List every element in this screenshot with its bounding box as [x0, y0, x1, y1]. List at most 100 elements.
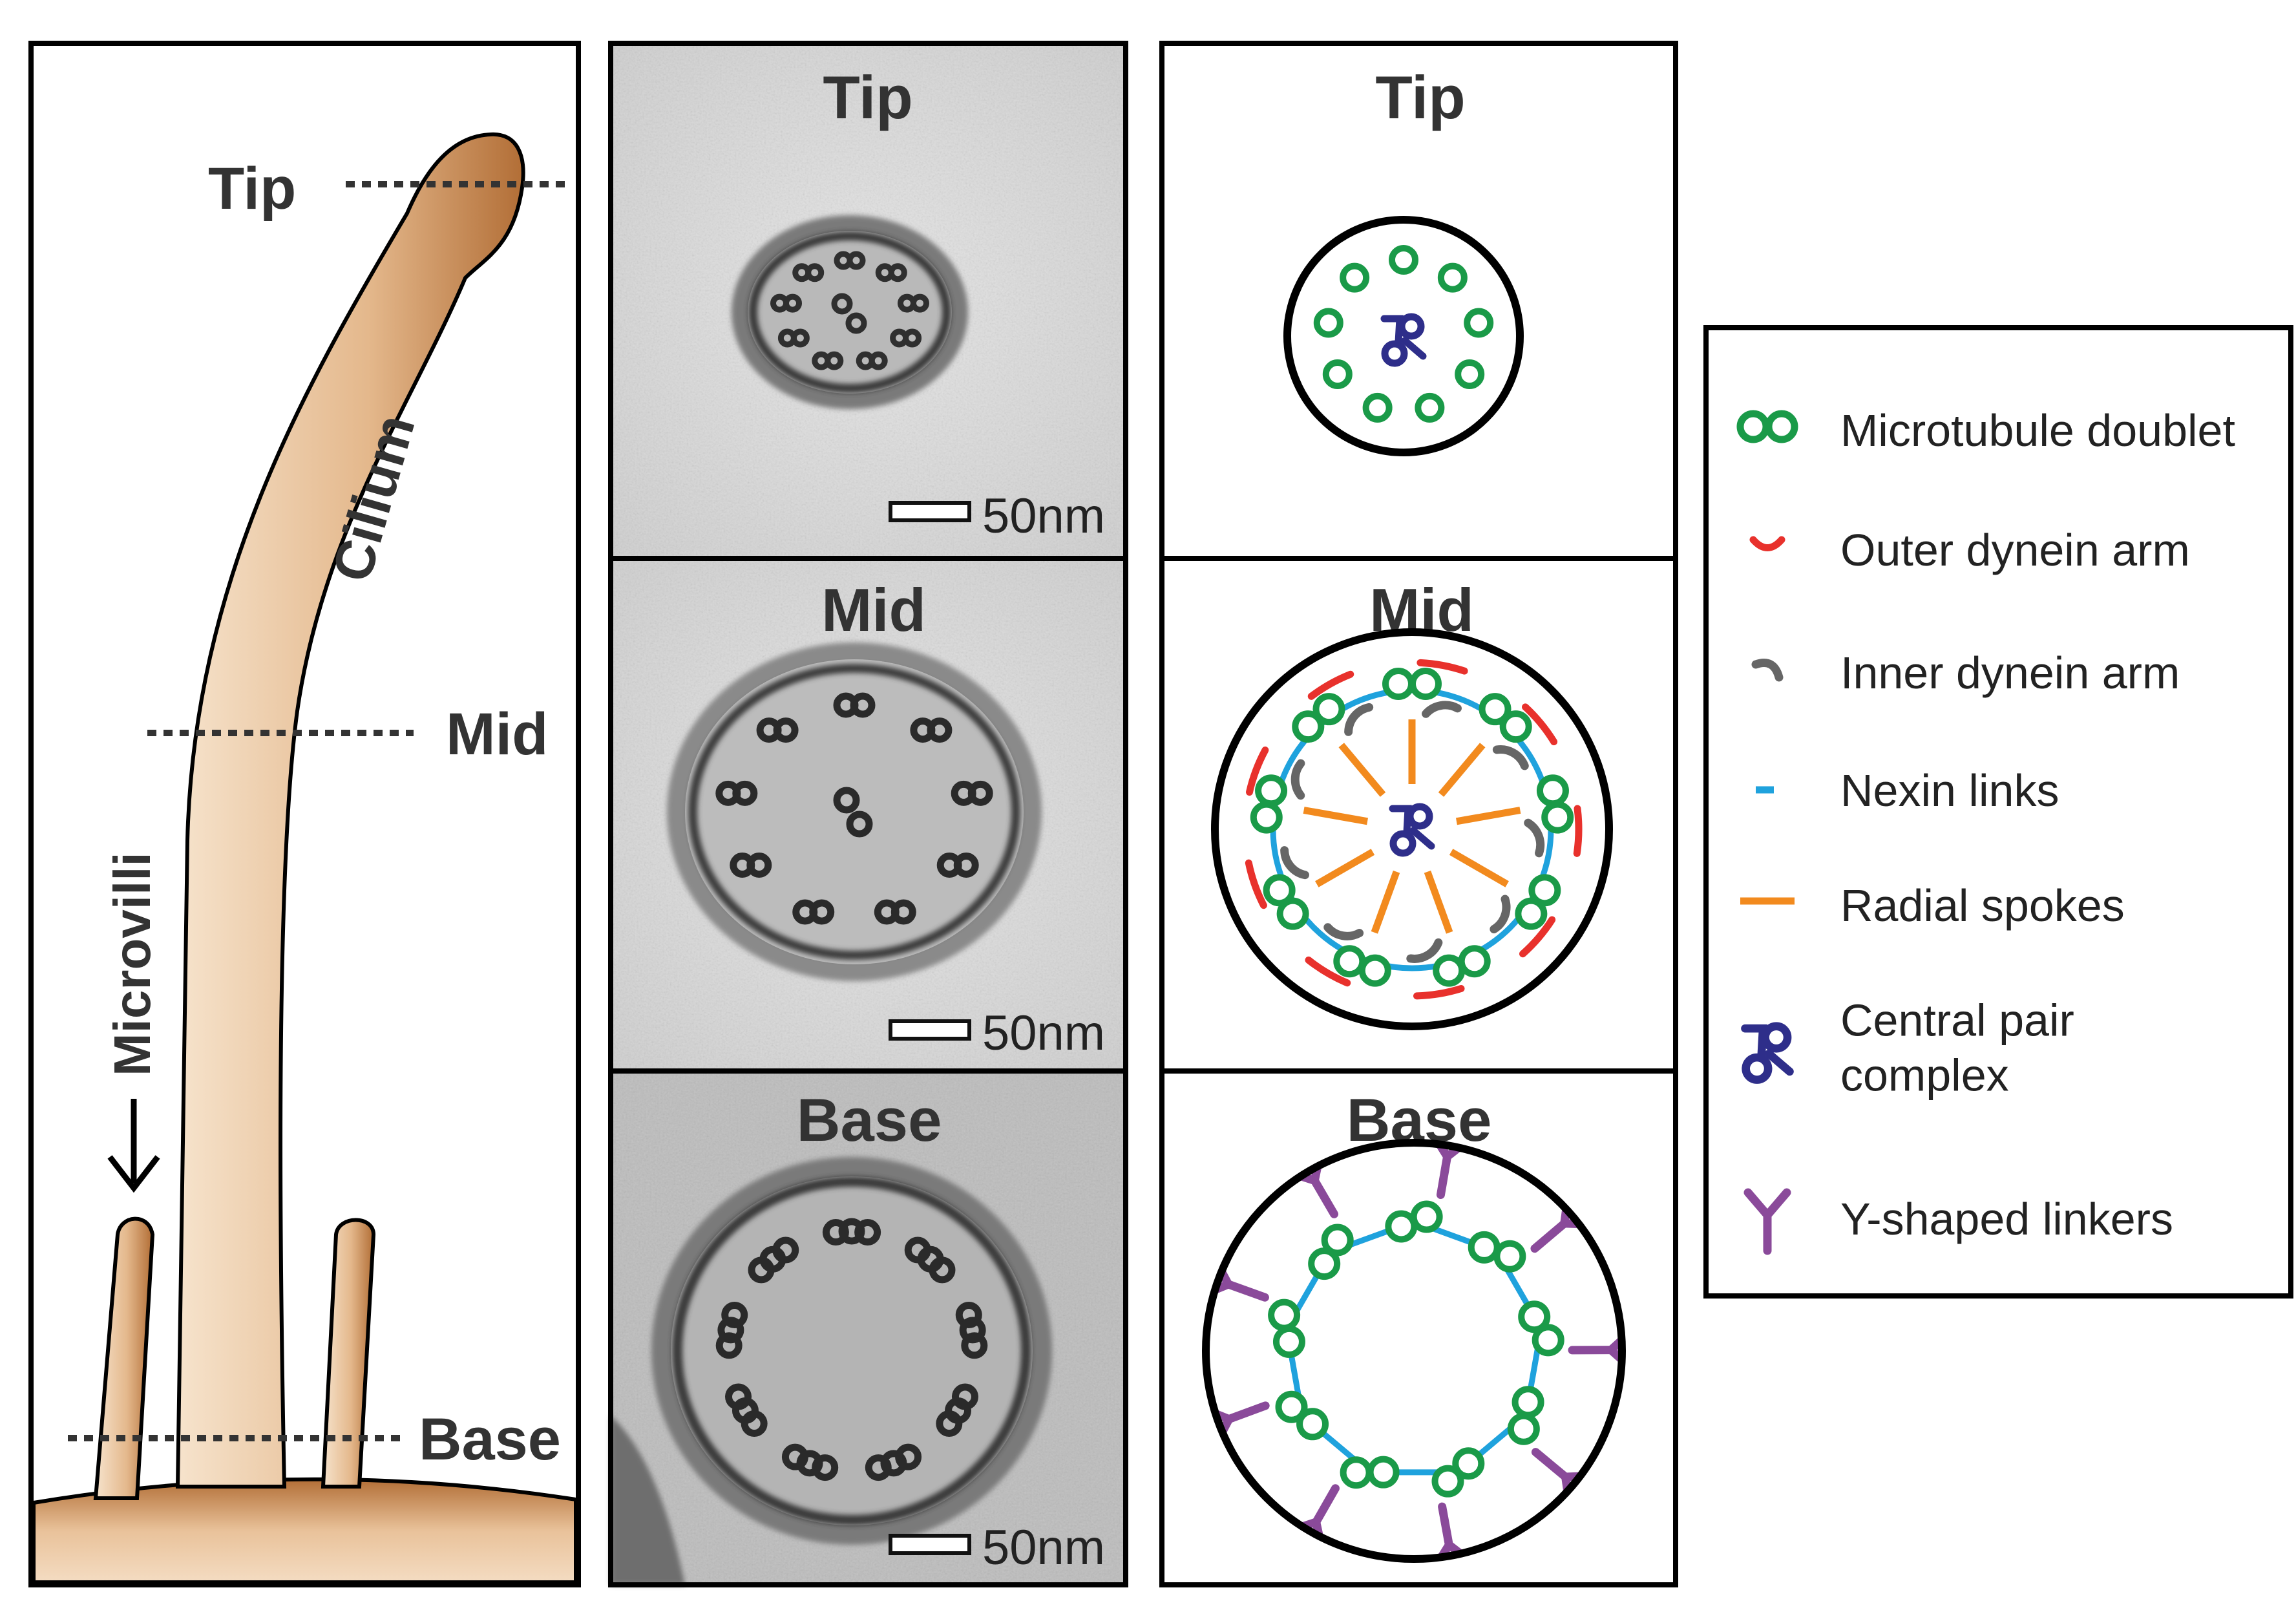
mid-microtubule-doublet [1515, 874, 1561, 930]
diagram-title-tip: Tip [1375, 63, 1465, 131]
legend-item-radial: Radial spokes [1740, 880, 2125, 931]
mid-inner-dynein-arm [1524, 818, 1545, 858]
microvillus-right [321, 1218, 376, 1489]
microtubule-doublet-icon [1736, 410, 1798, 443]
schematic-tip-label: Tip [208, 156, 296, 222]
tip-microtubule [1322, 359, 1353, 389]
microvilli-label: Microvilli [103, 852, 161, 1076]
base-microtubule-doublet [1431, 1447, 1485, 1498]
microvilli-arrow [107, 1099, 160, 1193]
cilium [175, 132, 525, 1489]
mid-inner-dynein-arm [1344, 703, 1374, 736]
mid-microtubule-doublet [1536, 774, 1574, 834]
scale-label-mid: 50nm [982, 1006, 1105, 1061]
mid-microtubule-doublet [1292, 693, 1345, 743]
mid-inner-dynein-arm [1323, 923, 1364, 940]
mid-outer-dynein-arm [1573, 805, 1583, 857]
microvillus-left [93, 1216, 155, 1500]
legend-frame [1703, 325, 2293, 1299]
base-microtubule-doublet [1468, 1231, 1526, 1273]
base-nexin-links [1283, 1218, 1544, 1476]
legend-label: Radial spokes [1840, 880, 2125, 931]
legend-label: Inner dynein arm [1840, 648, 2180, 698]
legend-label: Y-shaped linkers [1840, 1194, 2173, 1244]
em-frame-base [608, 1068, 1128, 1587]
tip-microtubule [1415, 392, 1445, 423]
mid-inner-dynein-arm [1280, 846, 1309, 880]
diagram-panel: Tip Mid Base [1159, 41, 1678, 1587]
tip-microtubule [1340, 262, 1370, 293]
mid-outer-dynein-arm [1307, 670, 1354, 700]
mid-radial-spoke [1455, 807, 1521, 825]
mid-radial-spoke [1371, 870, 1400, 934]
tip-microtubule [1455, 359, 1485, 389]
mid-radial-spoke [1438, 743, 1486, 797]
scale-bar-tip [889, 501, 971, 522]
legend-label: Nexin links [1840, 765, 2059, 816]
mid-outer-dynein-arm [1245, 747, 1269, 796]
legend-label: Central pair [1840, 995, 2074, 1046]
em-panel: Tip Mid Base 50nm 50nm 50nm [608, 41, 1128, 1587]
base-membrane [1202, 1139, 1626, 1563]
mid-microtubule-doublet [1250, 774, 1288, 834]
outer-dynein-arm-icon [1749, 536, 1785, 551]
legend-label: complex [1840, 1050, 2009, 1101]
legend-item-inner_dynein: Inner dynein arm [1751, 648, 2180, 698]
schematic-panel: Tip Mid Base Cilium Microvilli [28, 41, 581, 1587]
mid-inner-dynein-arm [1406, 938, 1443, 963]
mid-inner-dynein-arm [1490, 895, 1511, 934]
mid-outer-dynein-arm [1413, 985, 1465, 1000]
diagram-mid [1211, 628, 1613, 1030]
legend-item-microtubule: Microtubule doublet [1736, 405, 2235, 456]
base-microtubule-doublet [1518, 1300, 1564, 1357]
base-microtubule-doublet [1507, 1386, 1544, 1445]
em-title-base: Base [797, 1086, 942, 1154]
central-pair-complex-icon [1741, 1022, 1794, 1084]
base-microtubule-doublet [1385, 1200, 1443, 1243]
tip-microtubule [1313, 308, 1343, 338]
legend-label: Outer dynein arm [1840, 525, 2190, 575]
mid-inner-dynein-arm [1492, 745, 1529, 770]
mid-outer-dynein-arm [1305, 956, 1351, 987]
central-pair-complex [1380, 313, 1427, 367]
mid-inner-dynein-arm [1290, 759, 1305, 800]
em-title-mid: Mid [821, 576, 926, 644]
base-microtubule-doublet [1275, 1390, 1329, 1441]
base-microtubule-doublet [1340, 1456, 1400, 1489]
mid-radial-spoke [1424, 870, 1453, 934]
mid-radial-spoke [1449, 849, 1509, 887]
scale-label-tip: 50nm [982, 489, 1105, 544]
scale-label-base: 50nm [982, 1520, 1105, 1575]
y-shaped-linker-icon [1743, 1188, 1791, 1255]
scale-bar-mid [889, 1019, 971, 1041]
tip-microtubule [1437, 262, 1468, 293]
mid-outer-dynein-arm [1519, 916, 1556, 958]
em-base-section [651, 1157, 1052, 1545]
base-microtubule-doublet [1308, 1224, 1354, 1280]
mid-outer-dynein-arm [1245, 859, 1267, 909]
tip-microtubule [1464, 308, 1494, 338]
mid-microtubule-doublet [1433, 945, 1491, 987]
legend-item-outer_dynein: Outer dynein arm [1749, 525, 2190, 575]
base-microtubule-doublet [1268, 1299, 1305, 1358]
tip-microtubule [1362, 392, 1393, 423]
scale-bar-base [889, 1534, 971, 1555]
legend-label: Microtubule doublet [1840, 405, 2235, 456]
inner-dynein-arm-icon [1751, 659, 1784, 682]
legend-item-yshape: Y-shaped linkers [1743, 1188, 2173, 1255]
mid-radial-spoke [1315, 849, 1375, 887]
mid-radial-spoke [1338, 743, 1386, 797]
mid-outer-dynein-arm [1417, 659, 1468, 675]
mid-microtubule-doublet [1382, 668, 1442, 700]
schematic-base-label: Base [419, 1406, 561, 1472]
mid-microtubule-doublet [1263, 874, 1309, 930]
mid-microtubule-doublet [1479, 693, 1532, 743]
mid-radial-spoke [1303, 807, 1369, 825]
diagram-tip [1283, 216, 1524, 456]
mid-outer-dynein-arm [1522, 703, 1558, 746]
em-mid-section [667, 642, 1042, 981]
em-base-neighbor [611, 1415, 685, 1585]
